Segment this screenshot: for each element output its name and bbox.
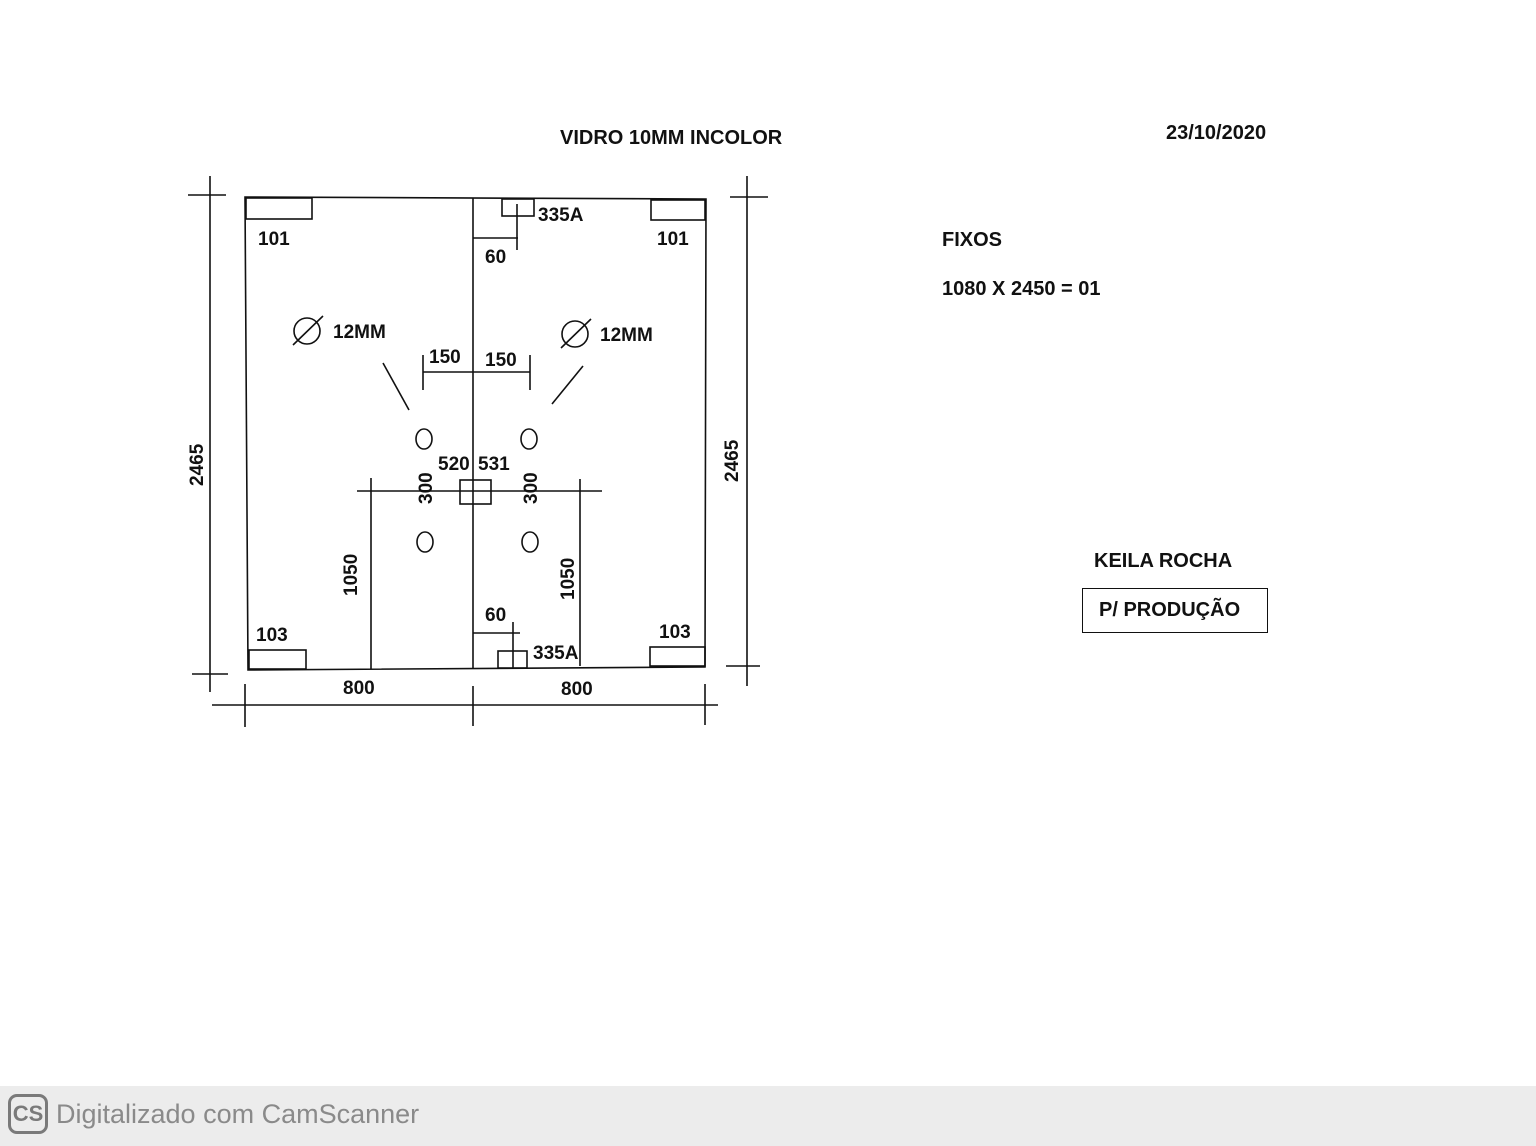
hinge-label-top-left: 101 xyxy=(258,229,290,250)
scanner-watermark: CS Digitalizado com CamScanner xyxy=(8,1094,419,1134)
hole-upper-right xyxy=(520,428,538,450)
overall-height-label-right: 2465 xyxy=(722,439,743,482)
client-name: KEILA ROCHA xyxy=(1094,550,1233,572)
hole-vertical-label-right: 300 xyxy=(521,472,542,504)
hinge-cutout-top-right xyxy=(650,199,706,221)
hinge-cutout-bottom-left xyxy=(248,649,307,670)
hinge-cutout-top-left xyxy=(245,197,313,220)
pivot-label-top: 335A xyxy=(538,205,584,226)
width-label-left: 800 xyxy=(343,678,375,699)
hinge-cutout-bottom-right xyxy=(649,646,706,667)
overall-height-label-left: 2465 xyxy=(187,443,208,486)
hole-upper-left xyxy=(415,428,433,450)
glass-door-diagram: 101 101 103 103 335A 335A 60 60 12MM 12M… xyxy=(187,176,768,727)
pivot-cutout-top xyxy=(501,198,535,217)
hole-lower-left xyxy=(416,531,434,553)
hinge-label-bottom-right: 103 xyxy=(659,622,691,643)
width-label-right: 800 xyxy=(561,679,593,700)
camscanner-logo-icon: CS xyxy=(8,1094,48,1134)
glass-panel-outline xyxy=(244,196,707,671)
drawing-date: 23/10/2020 xyxy=(1166,122,1267,144)
lock-label-right: 531 xyxy=(478,454,510,475)
offset-label-top: 60 xyxy=(485,247,506,268)
hole-leader-left xyxy=(382,362,410,411)
drawing-sheet: VIDRO 10MM INCOLOR 23/10/2020 xyxy=(0,0,1536,1086)
hole-diameter-label-left: 12MM xyxy=(333,322,386,343)
status-label: P/ PRODUÇÃO xyxy=(1099,599,1241,621)
hole-leader-right xyxy=(551,365,584,405)
hole-lower-right xyxy=(521,531,539,553)
pivot-label-bottom: 335A xyxy=(533,643,579,664)
fixed-panels-heading: FIXOS xyxy=(942,229,1003,251)
hole-diameter-label-right: 12MM xyxy=(600,325,653,346)
offset-label-bottom: 60 xyxy=(485,605,506,626)
status-stamp: P/ PRODUÇÃO xyxy=(1082,588,1268,633)
lock-label-left: 520 xyxy=(438,454,470,475)
hole-spacing-label-right: 150 xyxy=(485,350,517,371)
hole-spacing-label-left: 150 xyxy=(429,347,461,368)
handle-height-label-left: 1050 xyxy=(341,554,362,596)
watermark-text: Digitalizado com CamScanner xyxy=(56,1098,420,1129)
fixed-panel-spec: 1080 X 2450 = 01 xyxy=(942,278,1101,300)
hinge-label-top-right: 101 xyxy=(657,229,689,250)
hinge-label-bottom-left: 103 xyxy=(256,625,288,646)
drawing-title: VIDRO 10MM INCOLOR xyxy=(560,127,783,149)
handle-height-label-right: 1050 xyxy=(558,558,579,600)
lock-cutout xyxy=(459,479,492,505)
diameter-icon-right xyxy=(560,318,592,349)
diameter-icon-left xyxy=(292,315,324,346)
hole-vertical-label-left: 300 xyxy=(416,472,437,504)
